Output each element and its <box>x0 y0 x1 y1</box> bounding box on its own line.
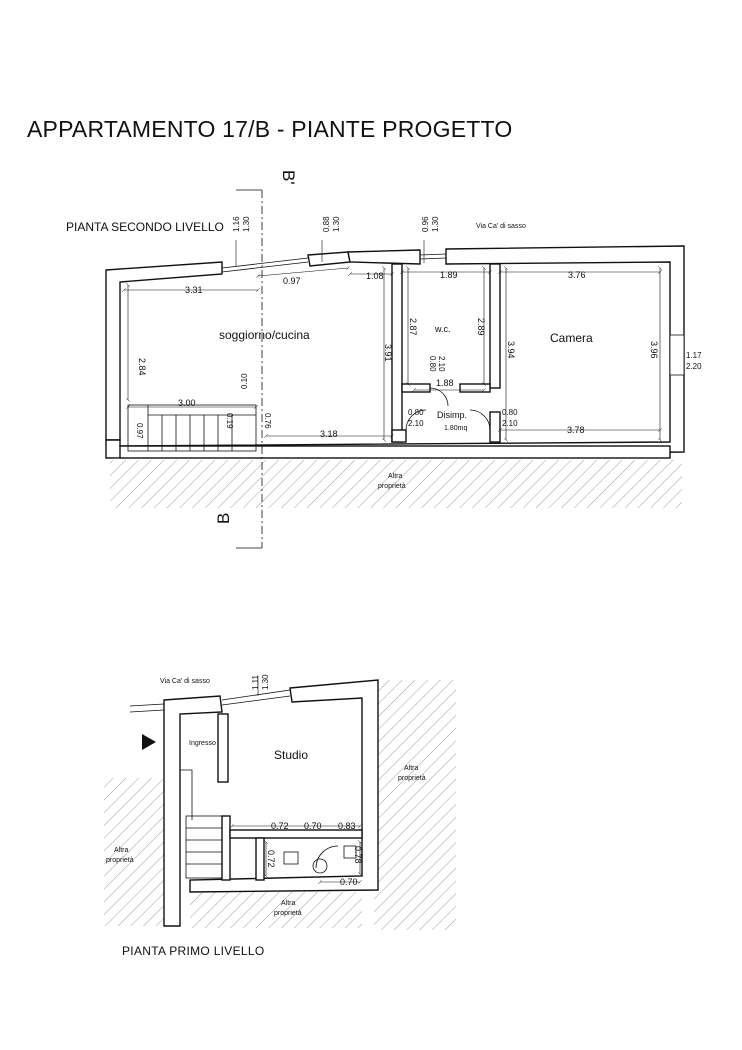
staircase-first <box>185 815 223 879</box>
first-level-plan <box>104 676 456 930</box>
neighbour-hatch-south <box>190 892 362 928</box>
room-hall-area: 1.80mq <box>444 425 467 432</box>
staircase <box>127 404 257 452</box>
neighbour-hatch-west <box>104 778 164 926</box>
second-level-title: PIANTA SECONDO LIVELLO <box>66 220 224 234</box>
neighbour-hatch <box>110 460 682 508</box>
dim-living-w-top: 3.31 <box>185 285 203 295</box>
neighbour-west-2: proprietà <box>106 857 134 864</box>
dim-wc-door-w: 0.80 <box>428 356 437 372</box>
second-level-plan <box>105 189 685 549</box>
room-living: soggiorno/cucina <box>219 328 310 342</box>
room-entrance: Ingresso <box>189 740 216 747</box>
dim-wall-seg: 1.08 <box>366 271 384 281</box>
dim-east-win-b: 2.20 <box>686 362 702 371</box>
dim-bed-w: 3.76 <box>568 270 586 280</box>
room-hall: Disimp. <box>437 410 467 420</box>
dim-stair-step: 0.10 <box>240 373 249 389</box>
dim-first-d6: 0.70 <box>340 877 358 887</box>
section-mark-bottom: B <box>214 513 233 524</box>
dim-first-win-a: 1.11 <box>251 674 260 690</box>
neighbour-east-2: proprietà <box>398 775 426 782</box>
dim-living-h: 2.84 <box>137 358 147 376</box>
dim-wc-w: 1.89 <box>440 270 458 280</box>
dim-win2-b: 1.30 <box>332 216 341 232</box>
street-label-second: Via Ca' di sasso <box>476 223 526 230</box>
first-level-title: PIANTA PRIMO LIVELLO <box>122 944 265 958</box>
dim-wc-door-h: 2.10 <box>437 356 446 372</box>
dim-win3-b: 1.30 <box>431 216 440 232</box>
neighbour-east-1: Altra <box>404 765 419 772</box>
dim-first-d2: 0.70 <box>304 821 322 831</box>
dim-door-h-1: 2.10 <box>408 419 424 428</box>
neighbour-hatch-east <box>374 680 456 930</box>
dim-first-d1: 0.72 <box>271 821 289 831</box>
entrance-arrow-icon <box>142 734 156 750</box>
dim-stair-a: 0.97 <box>135 423 144 439</box>
dim-stair-b: 0.19 <box>225 413 234 429</box>
room-wc: w.c. <box>434 324 451 334</box>
outer-wall <box>105 261 223 441</box>
dim-door-h-2: 2.10 <box>502 419 518 428</box>
dim-win1-a: 1.16 <box>232 216 241 232</box>
dim-east-win-a: 1.17 <box>686 351 702 360</box>
dim-first-win-b: 1.30 <box>261 674 270 690</box>
dim-living-w-bottom: 3.18 <box>320 429 338 439</box>
room-bedroom: Camera <box>550 331 593 345</box>
dim-door-w-2: 0.80 <box>502 408 518 417</box>
dim-bed-w-bottom: 3.78 <box>567 425 585 435</box>
dim-first-d4: 0.72 <box>266 850 276 868</box>
dim-win1-b: 1.30 <box>242 216 251 232</box>
dim-window-w: 0.97 <box>283 276 301 286</box>
street-label-first: Via Ca' di sasso <box>160 678 210 685</box>
dim-wc-w-bottom: 1.88 <box>436 378 454 388</box>
dim-stair-c: 0.76 <box>263 413 272 429</box>
dim-wc-h-right: 2.89 <box>476 318 486 336</box>
neighbour-south-2: proprietà <box>274 910 302 917</box>
section-mark-top: B' <box>279 170 298 185</box>
dim-bed-h-right: 3.96 <box>649 341 659 359</box>
neighbour-south-1: Altra <box>281 900 296 907</box>
dim-stair-w: 3.00 <box>178 398 196 408</box>
dim-win3-a: 0.96 <box>421 216 430 232</box>
dim-living-h2: 3.91 <box>383 344 393 362</box>
neighbour-label-1: Altra <box>388 473 403 480</box>
neighbour-west-1: Altra <box>114 847 129 854</box>
dim-wc-h-left: 2.87 <box>408 318 418 336</box>
dim-first-d5: 0.78 <box>353 846 363 864</box>
dim-bed-h-left: 3.94 <box>506 341 516 359</box>
page-title: APPARTAMENTO 17/B - PIANTE PROGETTO <box>27 116 513 142</box>
dim-first-d3: 0.83 <box>338 821 356 831</box>
room-study: Studio <box>274 748 308 762</box>
dim-door-w-1: 0.80 <box>408 408 424 417</box>
neighbour-label-2: proprietà <box>378 483 406 490</box>
dim-win2-a: 0.88 <box>322 216 331 232</box>
